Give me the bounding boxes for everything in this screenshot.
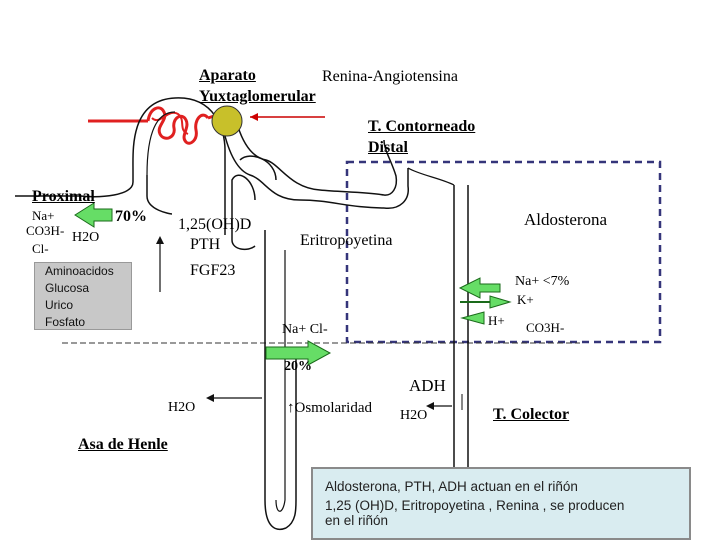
k-plus-label: K+ bbox=[517, 292, 534, 307]
asa-henle-label: Asa de Henle bbox=[78, 436, 168, 453]
reabsorbed-solutes-box: Aminoacidos Glucosa Urico Fosfato bbox=[34, 262, 132, 330]
na-left-label: Na+ bbox=[32, 208, 55, 223]
henle-ascending-outer bbox=[285, 350, 297, 529]
distal-tubule-bottom bbox=[235, 119, 385, 196]
t-colector-label: T. Colector bbox=[493, 406, 570, 423]
co3h-right-label: CO3H- bbox=[526, 320, 565, 335]
na-reabsorption-arrow bbox=[458, 277, 501, 299]
solute-item: Glucosa bbox=[45, 281, 90, 295]
macula-densa bbox=[211, 105, 243, 137]
henle-inner bbox=[275, 250, 286, 512]
henle-descending-outer bbox=[264, 230, 287, 530]
distal-label: Distal bbox=[368, 139, 408, 156]
proximal-label: Proximal bbox=[32, 188, 95, 205]
summary-line: Aldosterona, PTH, ADH actuan en el riñón bbox=[325, 479, 578, 494]
distal-tubule-top bbox=[222, 127, 385, 209]
cl-left-label: Cl- bbox=[32, 241, 49, 256]
summary-line: 1,25 (OH)D, Eritropoyetina , Renina , se… bbox=[325, 498, 625, 513]
reabsorption-70-arrow bbox=[74, 202, 113, 228]
renina-arrow-head bbox=[250, 113, 258, 121]
h2o-left-label: H2O bbox=[72, 230, 100, 245]
h2o-collector-arrow-head bbox=[426, 402, 434, 410]
reabsorption-20-arrow bbox=[265, 340, 332, 366]
k-secretion-arrow bbox=[489, 295, 512, 309]
pth-label: PTH bbox=[190, 236, 221, 253]
fgf23-label: FGF23 bbox=[190, 262, 236, 279]
proximal-loop bbox=[231, 174, 256, 251]
summary-line: en el riñón bbox=[325, 513, 389, 528]
co3h-left-label: CO3H- bbox=[26, 223, 65, 238]
solute-item: Urico bbox=[45, 298, 74, 312]
na-k-pct-label: Na+ <7% bbox=[515, 274, 570, 289]
solute-item: Aminoacidos bbox=[45, 264, 114, 278]
na-cl-label: Na+ Cl- bbox=[282, 322, 328, 337]
eritropoyetina-label: Eritropoyetina bbox=[300, 232, 393, 249]
pct20-label: 20% bbox=[284, 359, 312, 374]
adh-label: ADH bbox=[409, 376, 446, 395]
oh-d-arrow-head bbox=[156, 236, 164, 244]
proximal-wall-outer bbox=[15, 170, 134, 198]
h-secretion-arrow bbox=[460, 311, 485, 325]
aparato-label: Aparato bbox=[199, 67, 256, 84]
distal-dashed-box bbox=[345, 160, 662, 344]
bowman-inner bbox=[146, 111, 176, 176]
h2o-henle-label: H2O bbox=[168, 400, 196, 415]
connecting-tubule bbox=[407, 167, 455, 186]
aldosterona-label: Aldosterona bbox=[524, 210, 608, 229]
yuxtaglomerular-label: Yuxtaglomerular bbox=[199, 88, 316, 105]
t-contorneado-label: T. Contorneado bbox=[368, 118, 476, 135]
h2o-henle-arrow-head bbox=[206, 394, 214, 402]
henle-top-curve bbox=[239, 155, 277, 181]
glomerulus bbox=[146, 106, 210, 145]
renina-angiotensina-label: Renina-Angiotensina bbox=[322, 68, 458, 85]
h-plus-label: H+ bbox=[488, 313, 505, 328]
pct70-label: 70% bbox=[115, 208, 147, 225]
distal-curve-outer bbox=[383, 168, 409, 209]
proximal-wall-inner bbox=[146, 175, 173, 215]
distal-curve bbox=[383, 139, 398, 196]
summary-box: Aldosterona, PTH, ADH actuan en el riñón… bbox=[311, 467, 691, 540]
oh-d-label: 1,25(OH)D bbox=[178, 216, 252, 233]
osmolaridad-label: ↑Osmolaridad bbox=[287, 400, 372, 416]
solute-item: Fosfato bbox=[45, 315, 86, 329]
h2o-collector-label: H2O bbox=[400, 408, 428, 423]
